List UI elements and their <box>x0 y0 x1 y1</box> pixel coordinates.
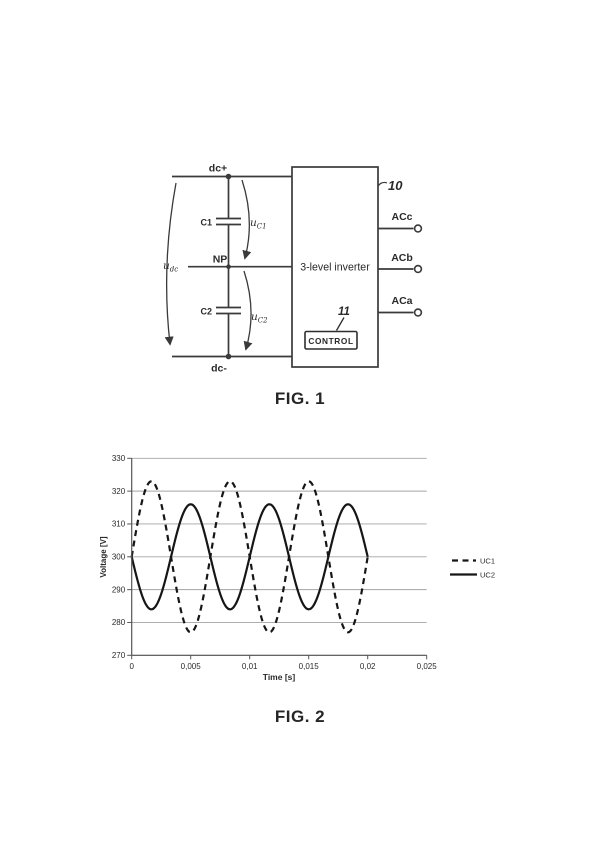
series-curve-UC2 <box>130 503 369 611</box>
ac-b-label: ACb <box>391 252 413 264</box>
x-tick-label-0,015: 0,015 <box>299 662 320 671</box>
cap1-label: C1 <box>200 218 212 228</box>
x-tick-label-0,01: 0,01 <box>242 662 258 671</box>
y-tick-label-270: 270 <box>112 651 126 660</box>
u-c1-arrow-arc <box>241 179 252 260</box>
figure1-circuit-diagram: dc+ dc- NP C1 C2 udc uC1 uC2 3-level inv… <box>163 163 423 375</box>
ref-10-label: 10 <box>388 178 403 193</box>
neutral-point-label: NP <box>213 254 228 266</box>
cap2-label: C2 <box>200 307 212 317</box>
y-tick-label-310: 310 <box>112 520 126 529</box>
u-c1-label: uC1 <box>250 217 267 231</box>
x-tick-label-0,02: 0,02 <box>360 662 376 671</box>
legend-uc2-label: UC2 <box>480 571 495 580</box>
dc-minus-label: dc- <box>211 363 227 375</box>
chart-gridlines <box>131 457 427 656</box>
y-tick-label-330: 330 <box>112 454 126 463</box>
y-tick-label-290: 290 <box>112 585 126 594</box>
u-dc-arrow-arc <box>164 182 177 346</box>
y-axis-title: Voltage [V] <box>99 536 108 578</box>
chart-series-curves <box>130 480 369 634</box>
legend-uc1-label: UC1 <box>480 557 495 566</box>
y-tick-label-280: 280 <box>112 618 126 627</box>
ac-a-label: ACa <box>391 295 412 307</box>
x-tick-label-0,025: 0,025 <box>417 662 438 671</box>
u-c2-label: uC2 <box>251 311 268 325</box>
ref-11-label: 11 <box>338 306 350 318</box>
ac-c-label: ACc <box>391 211 412 223</box>
ac-c-terminal <box>413 224 423 233</box>
chart-legend: UC1 UC2 <box>450 557 495 580</box>
ac-a-terminal <box>413 308 423 317</box>
u-dc-label: udc <box>163 260 178 274</box>
chart-tick-labels: 270 280 290 300 310 320 330 0 0,005 0,01 0,015 0,02… <box>112 454 437 671</box>
ref-10-leader-line <box>377 181 388 187</box>
figure2-voltage-chart: 270 280 290 300 310 320 330 0 0,005 0,01 0,015 0,02… <box>99 454 495 682</box>
figure2-caption: FIG. 2 <box>274 707 326 726</box>
control-label: CONTROL <box>308 336 353 346</box>
ac-b-terminal <box>413 264 423 274</box>
ref-11-leader-line <box>335 317 345 331</box>
figure1-caption: FIG. 1 <box>274 389 326 408</box>
y-tick-label-320: 320 <box>112 487 126 496</box>
dc-plus-label: dc+ <box>209 163 227 175</box>
inverter-label: 3-level inverter <box>300 262 370 274</box>
control-box <box>304 330 358 350</box>
y-tick-label-300: 300 <box>112 553 126 562</box>
x-axis-title: Time [s] <box>263 672 296 682</box>
x-tick-label-0: 0 <box>129 662 134 671</box>
u-c2-arrow-arc <box>243 270 253 351</box>
x-tick-label-0,005: 0,005 <box>181 662 202 671</box>
